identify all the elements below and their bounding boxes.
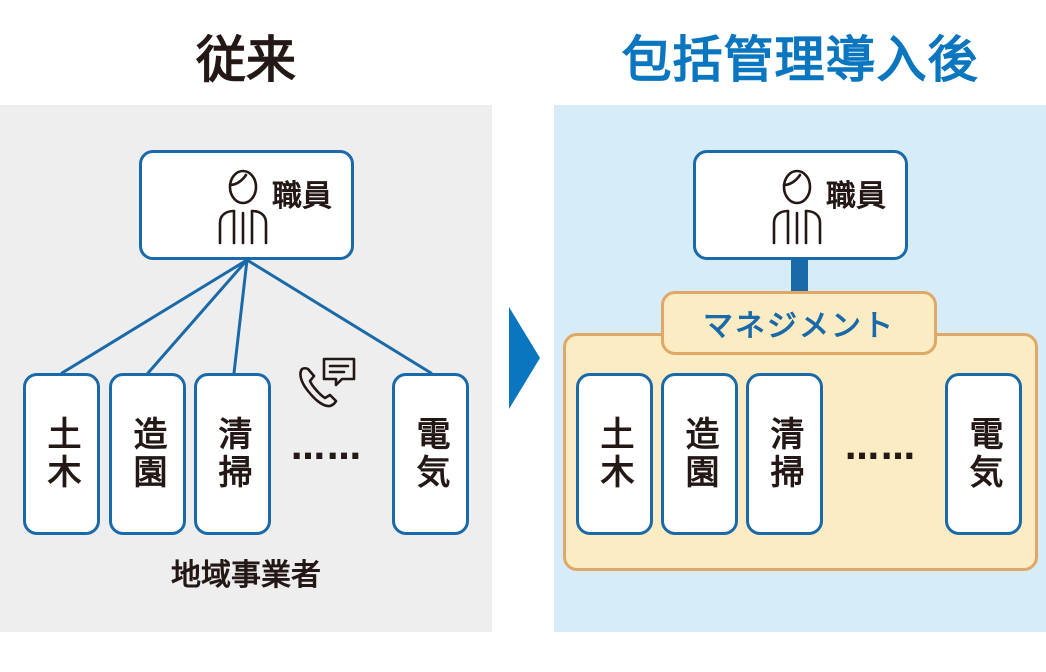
line-to-landscaping (146, 258, 249, 375)
staff-box-after: 職員 (693, 150, 908, 260)
staff-box-conventional: 職員 (139, 150, 354, 260)
phone-message-icon (299, 357, 356, 408)
vendor-landscaping: 造園 (109, 373, 186, 535)
ellipsis: …… (845, 428, 917, 468)
vendor-cleaning: 清掃 (746, 373, 823, 535)
ellipsis: …… (291, 428, 363, 468)
vendor-electrical: 電気 (945, 373, 1022, 535)
staff-label: 職員 (272, 179, 332, 214)
vendor-cleaning: 清掃 (194, 373, 271, 535)
vendor-electrical: 電気 (392, 373, 469, 535)
line-to-civil (60, 258, 249, 375)
connector-bar (791, 258, 808, 294)
vendor-civil: 土木 (576, 373, 653, 535)
line-to-cleaning (232, 258, 249, 375)
staff-label: 職員 (826, 179, 886, 214)
person-icon (218, 169, 268, 245)
arrow-right-icon (509, 307, 540, 409)
line-to-electrical (245, 258, 433, 375)
title-after-comprehensive-management: 包括管理導入後 (621, 31, 979, 89)
vendor-civil: 土木 (23, 373, 100, 535)
caption-local-businesses: 地域事業者 (171, 558, 321, 593)
vendor-landscaping: 造園 (661, 373, 738, 535)
title-conventional: 従来 (196, 31, 296, 89)
person-icon (772, 169, 822, 245)
management-label: マネジメント (661, 291, 937, 355)
